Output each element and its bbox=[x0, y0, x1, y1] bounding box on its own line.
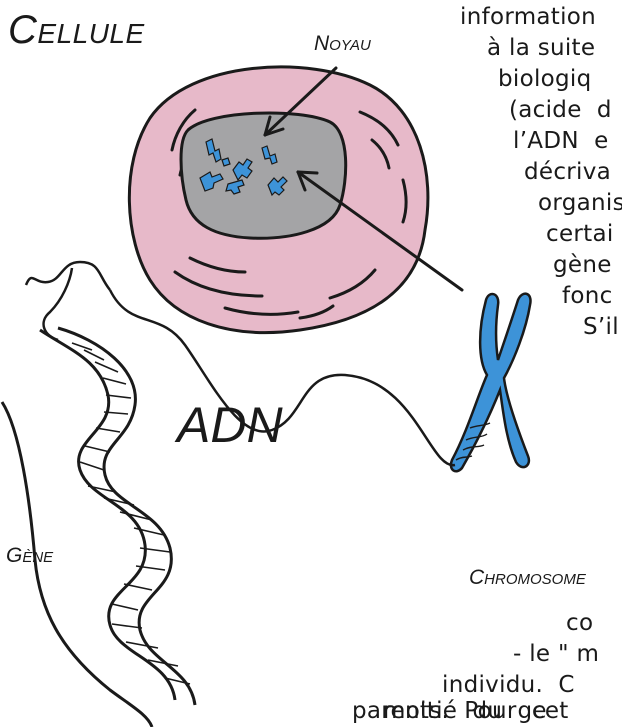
dna-helix bbox=[40, 328, 195, 705]
text-fragment: (acide d bbox=[509, 95, 612, 126]
label-adn: ADN bbox=[177, 396, 283, 454]
text-fragment: biologiq bbox=[498, 64, 592, 95]
big-chromosome bbox=[451, 294, 531, 472]
text-fragment: co bbox=[566, 608, 593, 639]
label-gene: Gène bbox=[6, 544, 53, 568]
text-fragment: - le " m bbox=[513, 639, 599, 670]
text-fragment: gène bbox=[553, 250, 612, 281]
label-noyau: Noyau bbox=[314, 32, 371, 56]
title-cellule: Cellule bbox=[8, 8, 145, 53]
text-fragment: fonc bbox=[562, 281, 613, 312]
text-fragment: S’il bbox=[583, 312, 619, 343]
dna-rungs bbox=[72, 343, 190, 684]
text-fragment: parents. Pour cet bbox=[352, 696, 569, 727]
text-fragment: information bbox=[460, 2, 596, 33]
dna-coil bbox=[26, 262, 110, 340]
label-chromosome: Chromosome bbox=[469, 566, 586, 590]
text-fragment: à la suite bbox=[487, 33, 595, 64]
text-fragment: décriva bbox=[524, 157, 611, 188]
text-fragment: organis bbox=[538, 188, 622, 219]
text-fragment: certai bbox=[546, 219, 614, 250]
text-fragment: l’ADN e bbox=[513, 126, 609, 157]
